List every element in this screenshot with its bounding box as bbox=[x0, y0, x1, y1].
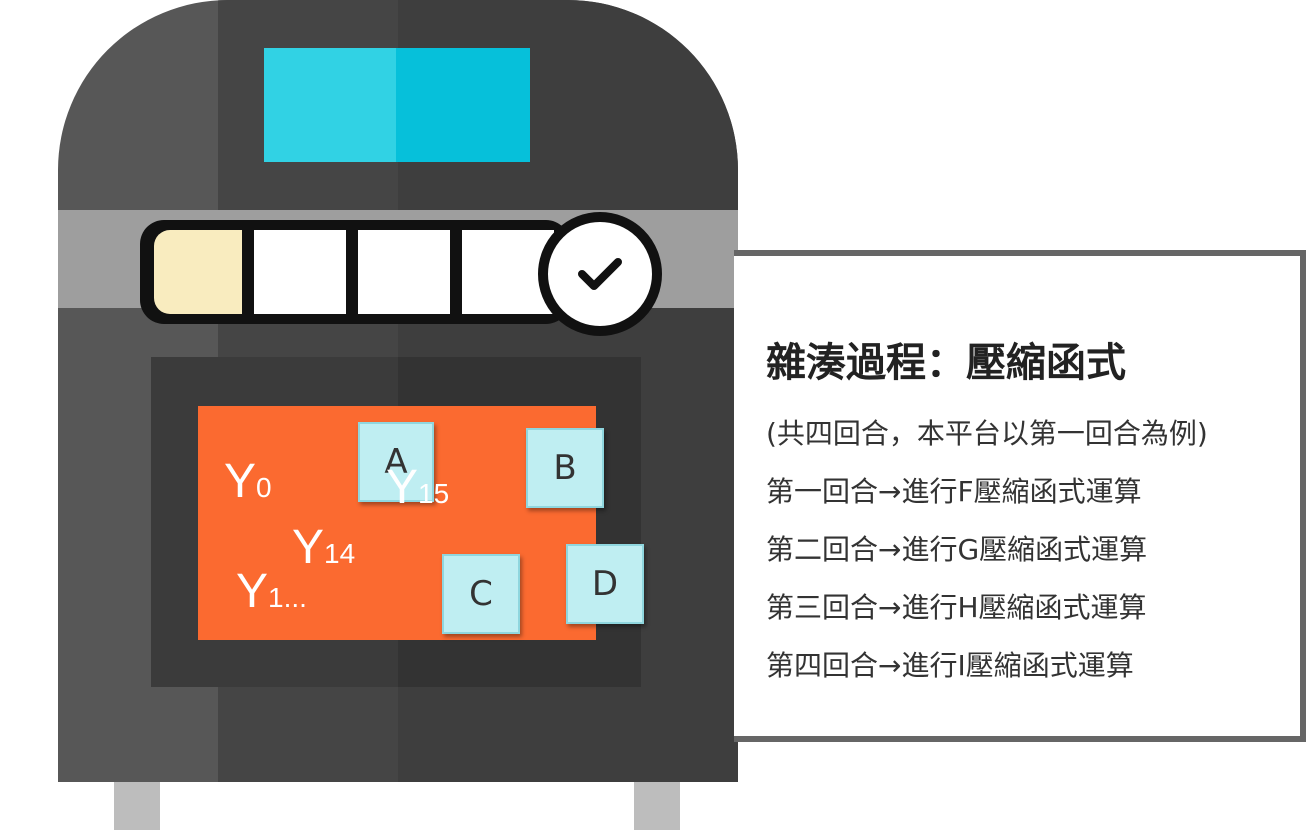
progress-segment-3 bbox=[358, 230, 450, 314]
panel-line-note: (共四回合，本平台以第一回合為例) bbox=[766, 417, 1208, 450]
machine-body: A B C D Y0 Y15 Y14 Y1... bbox=[58, 0, 738, 782]
label-y1-main: Y bbox=[236, 565, 269, 618]
label-y15-main: Y bbox=[386, 461, 419, 514]
progress-bar bbox=[140, 220, 570, 324]
label-y14: Y14 bbox=[292, 524, 355, 572]
label-y14-sub: 14 bbox=[324, 538, 356, 569]
box-c: C bbox=[442, 554, 520, 634]
panel-line-round-2: 第二回合→進行G壓縮函式運算 bbox=[766, 533, 1148, 566]
label-y15-sub: 15 bbox=[418, 478, 450, 509]
panel-title: 雜湊過程：壓縮函式 bbox=[766, 340, 1126, 386]
progress-segment-1 bbox=[154, 230, 242, 314]
machine-screen-right bbox=[396, 48, 530, 162]
label-y0-sub: 0 bbox=[256, 472, 272, 503]
box-a: A bbox=[358, 422, 434, 502]
panel-line-round-3: 第三回合→進行H壓縮函式運算 bbox=[766, 591, 1147, 624]
box-d: D bbox=[566, 544, 644, 624]
panel-line-round-1: 第一回合→進行F壓縮函式運算 bbox=[766, 475, 1142, 508]
box-b: B bbox=[526, 428, 604, 508]
label-y0: Y0 bbox=[224, 458, 272, 506]
progress-segment-2 bbox=[254, 230, 346, 314]
label-y14-main: Y bbox=[292, 521, 325, 574]
label-y1: Y1... bbox=[236, 568, 307, 616]
panel-line-round-4: 第四回合→進行I壓縮函式運算 bbox=[766, 649, 1134, 682]
check-icon bbox=[538, 212, 662, 336]
info-panel bbox=[734, 250, 1306, 742]
hash-workspace: A B C D Y0 Y15 Y14 Y1... bbox=[198, 406, 644, 640]
label-y0-main: Y bbox=[224, 455, 257, 508]
label-y15: Y15 bbox=[386, 464, 449, 512]
machine-screen-left bbox=[264, 48, 396, 162]
label-y1-sub: 1... bbox=[268, 582, 307, 613]
